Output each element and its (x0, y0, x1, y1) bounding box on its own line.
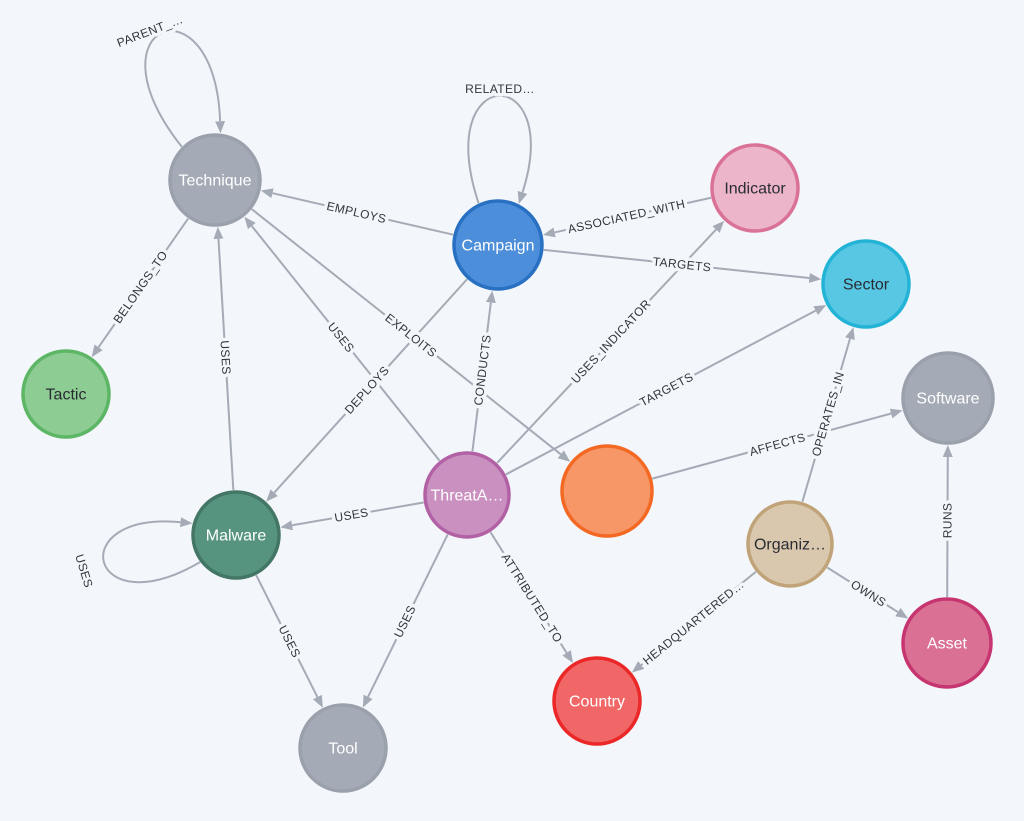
edge-malware-technique[interactable] (213, 226, 235, 491)
edge-label-threat-actor-sector: TARGETS (637, 370, 695, 410)
edge-label-threat-actor-tool: USES (391, 603, 419, 640)
node-circle-malware[interactable] (191, 490, 281, 580)
edge-campaign-sector[interactable] (543, 248, 822, 283)
edge-label-campaign-self-loop: RELATED… (465, 82, 535, 96)
edge-label-malware-self-loop: USES (72, 553, 95, 590)
node-circle-software[interactable] (901, 351, 995, 445)
node-circle-technique[interactable] (168, 133, 262, 227)
node-circle-campaign[interactable] (452, 199, 544, 291)
edge-organization-country[interactable] (631, 570, 757, 673)
node-circle-vulnerability[interactable] (560, 444, 654, 538)
node-circle-sector[interactable] (821, 239, 911, 329)
edge-malware-tool[interactable] (255, 574, 323, 708)
edge-threat-actor-country[interactable] (489, 531, 573, 663)
edge-technique-self-loop[interactable] (144, 30, 226, 148)
edge-label-technique-tactic: BELONGS_TO (110, 248, 170, 326)
node-software: Software (901, 351, 995, 445)
node-organization: Organiz… (746, 500, 834, 588)
edge-label-asset-software: RUNS (940, 503, 954, 539)
edge-vulnerability-software[interactable] (652, 408, 903, 480)
node-sector: Sector (821, 239, 911, 329)
node-circle-asset[interactable] (901, 597, 993, 689)
edge-threat-actor-sector[interactable] (505, 305, 827, 476)
edge-label-threat-actor-technique: USES (325, 320, 357, 356)
node-vulnerability (560, 444, 654, 538)
edge-label-malware-tool: USES (276, 623, 304, 660)
node-tactic: Tactic (21, 349, 111, 439)
edge-organization-sector[interactable] (801, 327, 855, 503)
edge-malware-self-loop[interactable] (102, 517, 201, 584)
node-campaign: Campaign (452, 199, 544, 291)
node-circle-threat-actor[interactable] (423, 451, 511, 539)
node-asset: Asset (901, 597, 993, 689)
node-indicator: Indicator (710, 143, 800, 233)
edge-label-campaign-sector: TARGETS (652, 254, 712, 274)
edge-indicator-campaign[interactable] (542, 196, 712, 238)
edge-label-threat-actor-country: ATTRIBUTED_TO (499, 551, 566, 645)
edge-asset-software[interactable] (942, 444, 953, 598)
edge-label-indicator-campaign: ASSOCIATED_WITH (567, 197, 687, 237)
edge-campaign-self-loop[interactable] (467, 94, 532, 204)
edge-label-malware-technique: USES (217, 340, 233, 375)
edge-label-threat-actor-malware: USES (333, 505, 369, 525)
edge-threat-actor-indicator[interactable] (496, 220, 725, 464)
edge-label-campaign-technique: EMPLOYS (325, 199, 387, 226)
node-malware: Malware (191, 490, 281, 580)
edge-label-vulnerability-software: AFFECTS (748, 430, 807, 459)
node-country: Country (552, 656, 642, 746)
node-tool: Tool (298, 703, 388, 793)
edge-label-threat-actor-indicator: USES_INDICATOR (568, 297, 653, 387)
node-circle-country[interactable] (552, 656, 642, 746)
node-circle-tactic[interactable] (21, 349, 111, 439)
node-circle-organization[interactable] (746, 500, 834, 588)
node-technique: Technique (168, 133, 262, 227)
node-circle-tool[interactable] (298, 703, 388, 793)
edge-label-threat-actor-campaign: CONDUCTS (471, 334, 494, 406)
node-threat-actor: ThreatA… (423, 451, 511, 539)
edge-technique-vulnerability[interactable] (251, 208, 571, 462)
edge-campaign-malware[interactable] (266, 278, 468, 502)
edge-technique-tactic[interactable] (91, 218, 189, 358)
edge-label-organization-country: HEADQUARTERED… (640, 577, 747, 667)
edge-threat-actor-tool[interactable] (362, 534, 449, 708)
edge-organization-asset[interactable] (826, 566, 909, 619)
edge-label-organization-asset: OWNS (848, 577, 888, 610)
edges-layer (91, 30, 953, 708)
edge-threat-actor-campaign[interactable] (471, 290, 496, 452)
node-circle-indicator[interactable] (710, 143, 800, 233)
edge-threat-actor-technique[interactable] (244, 216, 441, 462)
edge-campaign-technique[interactable] (260, 188, 454, 236)
edge-threat-actor-malware[interactable] (280, 501, 424, 531)
edge-label-organization-sector: OPERATES_IN (809, 370, 847, 458)
